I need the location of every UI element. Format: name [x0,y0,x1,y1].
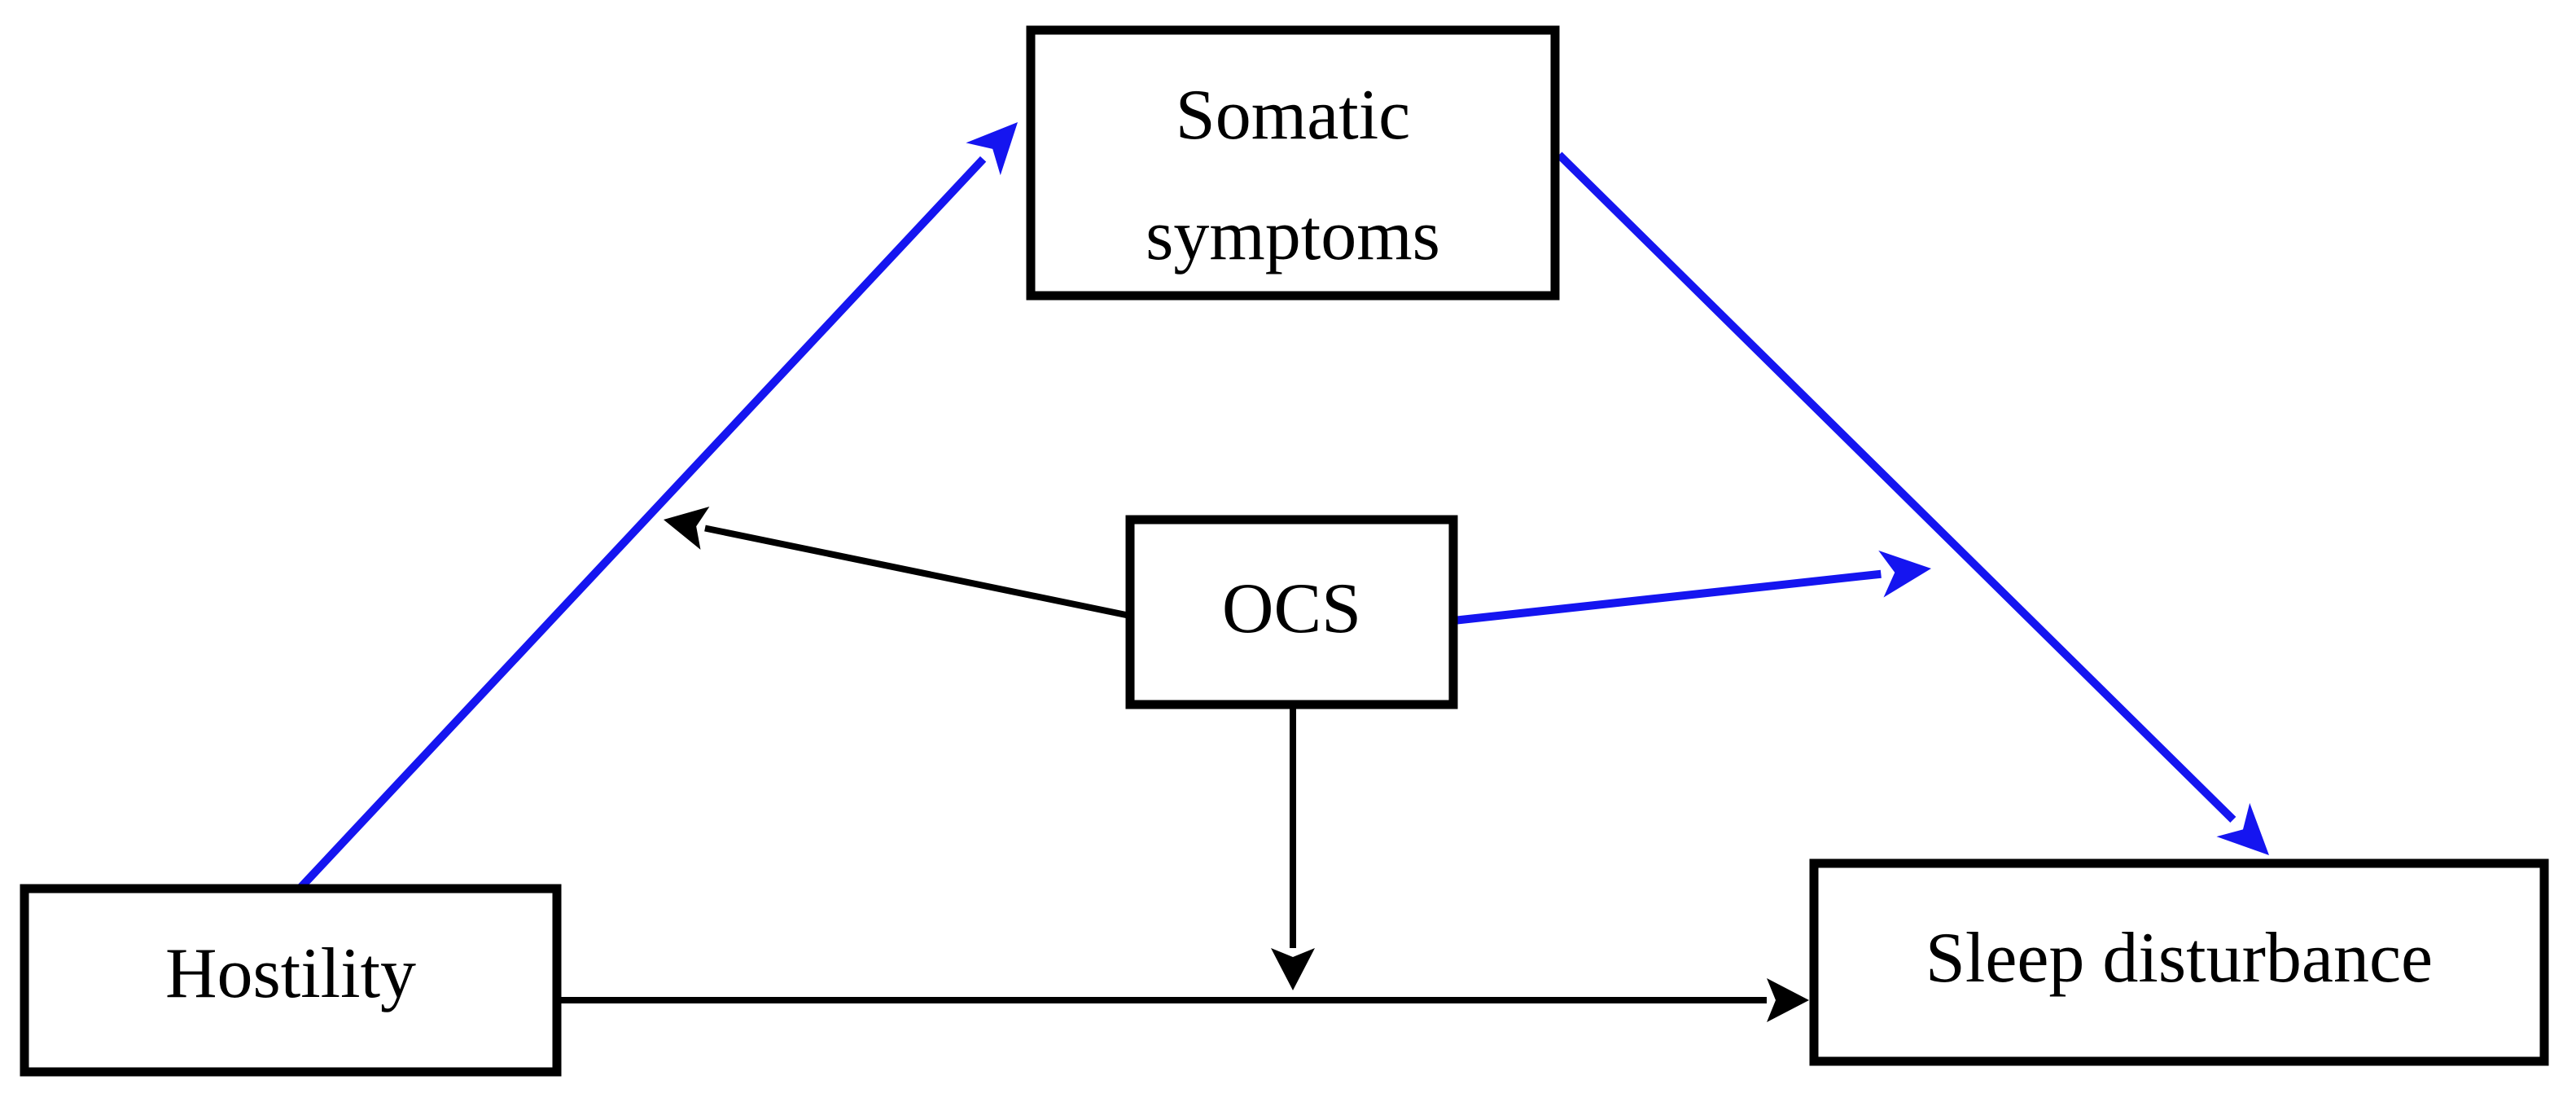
node-label-sleep-disturbance-line-1: Sleep disturbance [1925,919,2433,998]
node-box-hostility [20,884,562,1077]
node-ocs: OCS [1125,515,1458,709]
edges-layer [296,122,2269,1022]
edge-hostility-to-somatic-symptoms [296,122,1019,892]
node-somatic-symptoms: Somatic symptoms [1026,25,1560,301]
node-box-sleep-disturbance [1809,858,2549,1066]
node-hostility: Hostility [20,884,562,1077]
node-label-ocs-line-1: OCS [1222,569,1361,648]
edge-ocs-moderates-somatic-sleep-path [1452,550,1931,625]
node-label-hostility-line-1: Hostility [165,934,416,1013]
node-box-ocs [1125,515,1458,709]
edge-ocs-moderates-hostility-somatic-path [664,507,1131,619]
edge-somatic-symptoms-to-sleep-disturbance [1556,151,2269,856]
node-sleep-disturbance: Sleep disturbance [1809,858,2549,1066]
node-label-somatic-symptoms-line-2: symptoms [1146,196,1440,275]
node-box-somatic-symptoms [1026,25,1560,301]
node-label-somatic-symptoms-line-1: Somatic [1176,76,1410,155]
